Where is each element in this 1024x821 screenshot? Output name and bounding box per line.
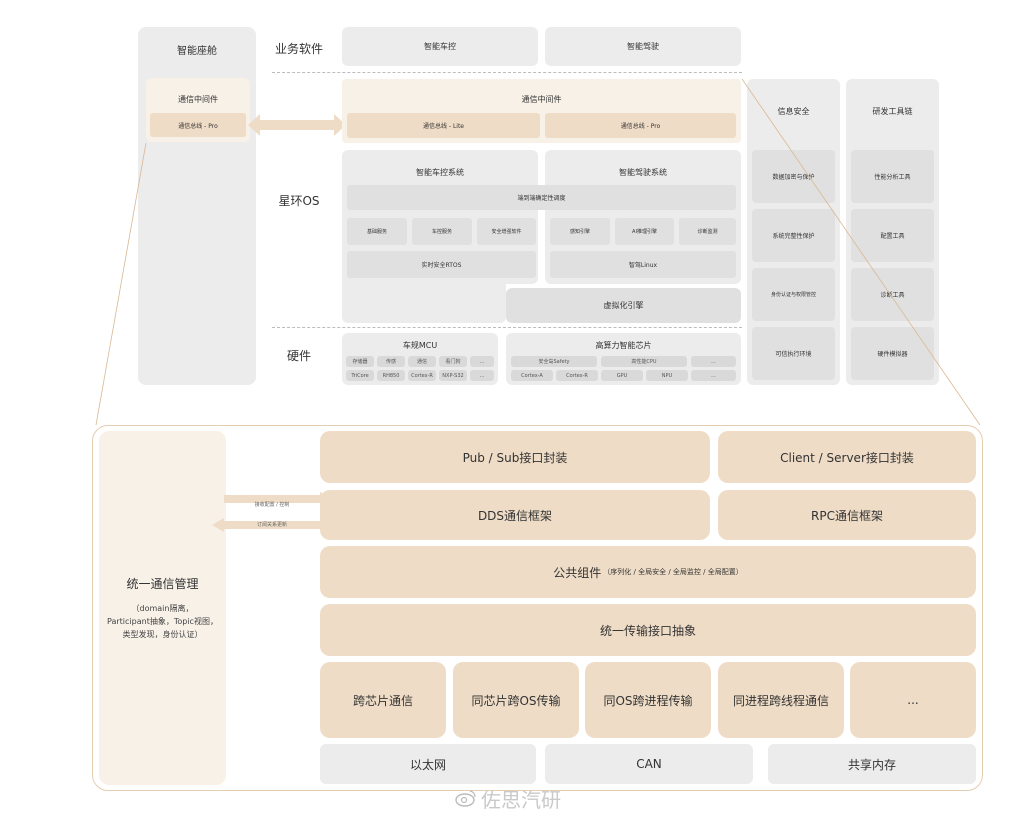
devtools-item-3: 硬件模拟器 bbox=[851, 327, 934, 380]
common-detail: （序列化 / 全局安全 / 全局监控 / 全局配置） bbox=[603, 568, 743, 576]
mgmt-arrows bbox=[212, 492, 332, 532]
watermark-text: 佐思汽研 bbox=[481, 787, 561, 812]
unified-mgmt-desc-2: 类型发现，身份认证） bbox=[122, 630, 203, 639]
divider-2 bbox=[272, 327, 742, 328]
unified-mgmt-desc-1: Participant抽象，Topic视图， bbox=[107, 617, 218, 626]
client-server-interface: Client / Server接口封装 bbox=[718, 431, 976, 483]
security-title: 信息安全 bbox=[777, 107, 810, 116]
divider-1 bbox=[272, 72, 742, 73]
soc-r1-1: 高性能CPU bbox=[601, 356, 687, 367]
mcu-r2-1: RH850 bbox=[377, 370, 405, 381]
pubsub-interface: Pub / Sub接口封装 bbox=[320, 431, 710, 483]
mcu-r1-4: ... bbox=[470, 356, 494, 367]
detail-frame bbox=[92, 425, 983, 791]
mcu-r1-3: 看门狗 bbox=[439, 356, 467, 367]
bus-link-arrow bbox=[248, 114, 346, 136]
business-label: 业务软件 bbox=[274, 42, 323, 56]
arrow-label-subscribe: 订阅关系更新 bbox=[256, 522, 287, 528]
common-title: 公共组件 bbox=[553, 565, 602, 580]
devtools-item-1: 配置工具 bbox=[851, 209, 934, 262]
physical-ethernet: 以太网 bbox=[320, 744, 536, 784]
vc-service-basic: 基础服务 bbox=[347, 218, 407, 245]
os-label: 星环OS bbox=[278, 194, 320, 208]
mcu-r2-2: Cortex-R bbox=[408, 370, 436, 381]
soc-r1-2: ... bbox=[691, 356, 736, 367]
devtools-title: 研发工具链 bbox=[872, 107, 913, 116]
channel-cross-chip: 跨芯片通信 bbox=[320, 662, 446, 738]
mcu-r1-0: 存储器 bbox=[346, 356, 374, 367]
channel-cross-thread: 同进程跨线程通信 bbox=[718, 662, 844, 738]
business-vehicle-control: 智能车控 bbox=[342, 27, 538, 66]
mcu-r2-3: NXP-S32 bbox=[439, 370, 467, 381]
soc-r2-1: Cortex-R bbox=[556, 370, 598, 381]
security-item-1: 系统完整性保护 bbox=[752, 209, 835, 262]
watermark: 佐思汽研 bbox=[455, 785, 561, 812]
channel-cross-os: 同芯片跨OS传输 bbox=[453, 662, 579, 738]
hw-label: 硬件 bbox=[286, 349, 311, 363]
physical-can: CAN bbox=[545, 744, 753, 784]
vc-service-control: 车控服务 bbox=[412, 218, 472, 245]
channel-cross-process: 同OS跨进程传输 bbox=[585, 662, 711, 738]
soc-title: 高算力智能芯片 bbox=[595, 341, 652, 350]
soc-r2-2: GPU bbox=[601, 370, 643, 381]
unified-mgmt-desc-0: （domain隔离， bbox=[131, 604, 194, 613]
soc-r2-3: NPU bbox=[646, 370, 688, 381]
arrow-label-config: 接收配置 / 控制 bbox=[254, 502, 290, 508]
mcu-r2-4: ... bbox=[470, 370, 494, 381]
security-item-2: 身份认证与权限管控 bbox=[752, 268, 835, 321]
cockpit-middleware-title: 通信中间件 bbox=[178, 95, 218, 104]
soc-r2-0: Cortex-A bbox=[511, 370, 553, 381]
business-adas: 智能驾驶 bbox=[545, 27, 741, 66]
rpc-framework: RPC通信框架 bbox=[718, 490, 976, 540]
adas-service-inference: AI推理引擎 bbox=[615, 218, 674, 245]
mcu-r1-1: 传感 bbox=[377, 356, 405, 367]
security-item-3: 可信执行环境 bbox=[752, 327, 835, 380]
soc-r2-4: ... bbox=[691, 370, 736, 381]
soc-r1-0: 安全岛Safety bbox=[511, 356, 597, 367]
middleware-bus-lite: 通信总线 - Lite bbox=[347, 113, 540, 138]
deterministic-scheduler: 端到端确定性调度 bbox=[347, 185, 736, 210]
unified-mgmt-box: 统一通信管理 （domain隔离， Participant抽象，Topic视图，… bbox=[99, 431, 226, 785]
unified-mgmt-title: 统一通信管理 bbox=[126, 577, 199, 591]
physical-shared-memory: 共享内存 bbox=[768, 744, 976, 784]
mcu-r1-2: 通信 bbox=[408, 356, 436, 367]
middleware-title: 通信中间件 bbox=[521, 95, 562, 104]
mcu-title: 车规MCU bbox=[402, 341, 438, 350]
vc-rtos: 实时安全RTOS bbox=[347, 251, 536, 278]
mcu-r2-0: TriCore bbox=[346, 370, 374, 381]
dds-framework: DDS通信框架 bbox=[320, 490, 710, 540]
transport-abstraction: 统一传输接口抽象 bbox=[320, 604, 976, 656]
weibo-icon bbox=[455, 790, 476, 807]
adas-linux: 智驾Linux bbox=[550, 251, 736, 278]
common-components: 公共组件 （序列化 / 全局安全 / 全局监控 / 全局配置） bbox=[320, 546, 976, 598]
devtools-item-2: 诊断工具 bbox=[851, 268, 934, 321]
adas-title: 智能驾驶系统 bbox=[619, 168, 667, 177]
adas-service-perception: 感知引擎 bbox=[550, 218, 610, 245]
middleware-bus-pro: 通信总线 - Pro bbox=[545, 113, 736, 138]
vc-service-security: 安全增强软件 bbox=[477, 218, 536, 245]
virtualization-engine: 虚拟化引擎 bbox=[506, 288, 741, 323]
virtualization-base bbox=[342, 280, 506, 323]
cockpit-middleware-bus: 通信总线 - Pro bbox=[150, 113, 246, 137]
channel-more: ... bbox=[850, 662, 976, 738]
devtools-item-0: 性能分析工具 bbox=[851, 150, 934, 203]
vehicle-control-title: 智能车控系统 bbox=[416, 168, 464, 177]
adas-service-diagnosis: 诊断监测 bbox=[679, 218, 736, 245]
cockpit-title: 智能座舱 bbox=[177, 46, 217, 57]
